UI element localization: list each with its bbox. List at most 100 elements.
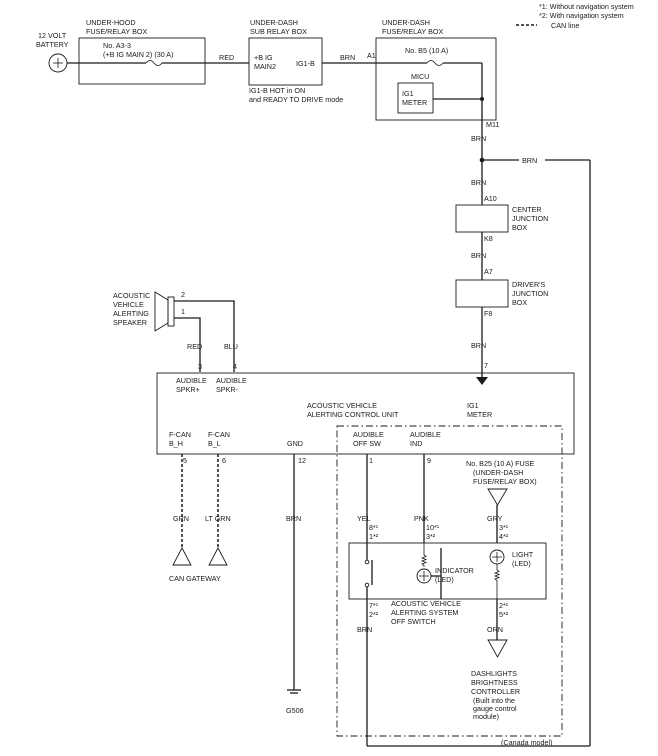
cu-pin-3: 3 bbox=[198, 362, 202, 371]
micu-ig1-meter-box bbox=[397, 82, 434, 114]
cu-ind-2: IND bbox=[410, 439, 422, 448]
wire-label-red-speaker: RED bbox=[187, 342, 202, 351]
off-switch-label-3: OFF SWITCH bbox=[391, 617, 436, 626]
cu-pin-5: 5 bbox=[183, 456, 187, 465]
micu-label: MICU bbox=[411, 72, 429, 81]
legend-note-2: *2: With navigation system bbox=[539, 11, 624, 20]
cu-offsw-1: AUDIBLE bbox=[353, 430, 384, 439]
speaker-cone-icon bbox=[154, 291, 169, 332]
wire-label-blu-speaker: BLU bbox=[224, 342, 238, 351]
underhood-fuse-number: No. A3-3 bbox=[103, 41, 131, 50]
gry-pin-2: 4*² bbox=[499, 532, 509, 541]
cu-ind-1: AUDIBLE bbox=[410, 430, 441, 439]
underhood-title-1: UNDER-HOOD bbox=[86, 18, 136, 27]
pnk-pin-1: 10*¹ bbox=[426, 523, 440, 532]
b25-label-3: FUSE/RELAY BOX) bbox=[473, 477, 537, 486]
dashlights-label-4: (Built into the bbox=[473, 696, 515, 705]
indicator-led-mark bbox=[419, 571, 429, 581]
underdash-title-2: FUSE/RELAY BOX bbox=[382, 27, 443, 36]
center-jb-label-1: CENTER bbox=[512, 205, 542, 214]
cu-fcan-l-2: B_L bbox=[208, 439, 221, 448]
can-gateway-label: CAN GATEWAY bbox=[169, 574, 221, 583]
micu-ig1-label: IG1 bbox=[402, 89, 414, 98]
speaker-label-1: ACOUSTIC bbox=[113, 291, 150, 300]
b25-label-1: No. B25 (10 A) FUSE bbox=[466, 459, 535, 468]
b25-label-2: (UNDER-DASH bbox=[473, 468, 523, 477]
fuse-b5-icon bbox=[426, 60, 444, 66]
dashlights-label-6: module) bbox=[473, 712, 499, 721]
wire-label-brn-gnd: BRN bbox=[286, 514, 301, 523]
underdash-pin-m11: M11 bbox=[486, 120, 499, 129]
legend-can-line: CAN line bbox=[551, 21, 579, 30]
wire-label-brn-3: BRN bbox=[471, 178, 486, 187]
sub-relay-note-1: IG1-B HOT in ON bbox=[249, 86, 305, 95]
b25-fuse-source: No. B25 (10 A) FUSE (UNDER-DASH FUSE/REL… bbox=[466, 459, 537, 506]
center-jb-label-2: JUNCTION bbox=[512, 214, 548, 223]
speaker-magnet-icon bbox=[167, 296, 175, 327]
cu-pin-9: 9 bbox=[427, 456, 431, 465]
indicator-label-1: INDICATOR bbox=[435, 566, 474, 575]
dashlights-label-3: CONTROLLER bbox=[471, 687, 520, 696]
wire-label-yel: YEL bbox=[357, 514, 371, 523]
drivers-jb-outline bbox=[455, 279, 509, 308]
light-label-1: LIGHT bbox=[512, 550, 534, 559]
ground-label: G506 bbox=[286, 706, 304, 715]
cu-fcan-h-1: F-CAN bbox=[169, 430, 191, 439]
center-jb-pin-a10: A10 bbox=[484, 194, 497, 203]
wire-label-brn-switch: BRN bbox=[357, 625, 372, 634]
cu-fcan-l-1: F-CAN bbox=[208, 430, 230, 439]
b25-fuse-terminal-icon bbox=[487, 488, 508, 506]
cu-pin-7: 7 bbox=[484, 361, 488, 370]
cu-fcan-h-2: B_H bbox=[169, 439, 183, 448]
fuse-a3-3-icon bbox=[145, 60, 163, 66]
wire-label-orn: ORN bbox=[487, 625, 503, 634]
canada-model-label: (Canada model) bbox=[501, 738, 553, 747]
control-unit-outline bbox=[156, 372, 575, 455]
ig1-meter-input-arrow bbox=[476, 377, 488, 385]
off-switch-outline bbox=[348, 542, 547, 600]
speaker-label-4: SPEAKER bbox=[113, 318, 147, 327]
cu-spkr-plus-2: SPKR+ bbox=[176, 385, 200, 394]
underdash-title-1: UNDER-DASH bbox=[382, 18, 430, 27]
sub-relay-input-1: +B IG bbox=[254, 53, 273, 62]
wire-label-brn-branch: BRN bbox=[522, 156, 537, 165]
dashlights-label-5: gauge control bbox=[473, 704, 517, 713]
off-switch-label-2: ALERTING SYSTEM bbox=[391, 608, 458, 617]
yel-pin-1: 8*¹ bbox=[369, 523, 379, 532]
gry-pin-1: 3*¹ bbox=[499, 523, 509, 532]
dashlights-label-1: DASHLIGHTS bbox=[471, 669, 517, 678]
speaker-pin-2: 2 bbox=[181, 290, 185, 299]
pnk-pin-2: 3*² bbox=[426, 532, 436, 541]
cu-meter-label: METER bbox=[467, 410, 492, 419]
cu-offsw-2: OFF SW bbox=[353, 439, 381, 448]
light-led-mark bbox=[492, 552, 502, 562]
wire-blu-speaker bbox=[174, 300, 235, 372]
light-label-2: (LED) bbox=[512, 559, 531, 568]
dashlights-label-2: BRIGHTNESS bbox=[471, 678, 518, 687]
drivers-jb-label-2: JUNCTION bbox=[512, 289, 548, 298]
battery: 12 VOLT BATTERY bbox=[36, 31, 69, 73]
cu-title-2: ALERTING CONTROL UNIT bbox=[307, 410, 399, 419]
underdash-sub-relay-box: UNDER-DASH SUB RELAY BOX +B IG MAIN2 IG1… bbox=[248, 18, 343, 104]
sub-relay-output: IG1-B bbox=[296, 59, 315, 68]
drivers-junction-box: A7 F8 DRIVER'S JUNCTION BOX bbox=[455, 267, 548, 318]
off-switch-label-1: ACOUSTIC VEHICLE bbox=[391, 599, 461, 608]
drivers-jb-pin-f8: F8 bbox=[484, 309, 492, 318]
underhood-fuse-rating: (+B IG MAIN 2) (30 A) bbox=[103, 50, 174, 59]
sub-relay-title-2: SUB RELAY BOX bbox=[250, 27, 307, 36]
cu-pin-12: 12 bbox=[298, 456, 306, 465]
wire-label-red-main: RED bbox=[219, 53, 234, 62]
speaker-label-3: ALERTING bbox=[113, 309, 149, 318]
can-gateway-terminal-h bbox=[172, 547, 192, 566]
sub-relay-input-2: MAIN2 bbox=[254, 62, 276, 71]
center-jb-label-3: BOX bbox=[512, 223, 527, 232]
cu-pin-1: 1 bbox=[369, 456, 373, 465]
speaker: ACOUSTIC VEHICLE ALERTING SPEAKER 2 1 bbox=[113, 290, 185, 332]
micu-meter-label: METER bbox=[402, 98, 427, 107]
wire-red-speaker bbox=[174, 317, 201, 372]
sub-relay-note-2: and READY TO DRIVE mode bbox=[249, 95, 343, 104]
drivers-jb-label-3: BOX bbox=[512, 298, 527, 307]
wire-label-pnk: PNK bbox=[414, 514, 429, 523]
cu-spkr-plus-1: AUDIBLE bbox=[176, 376, 207, 385]
